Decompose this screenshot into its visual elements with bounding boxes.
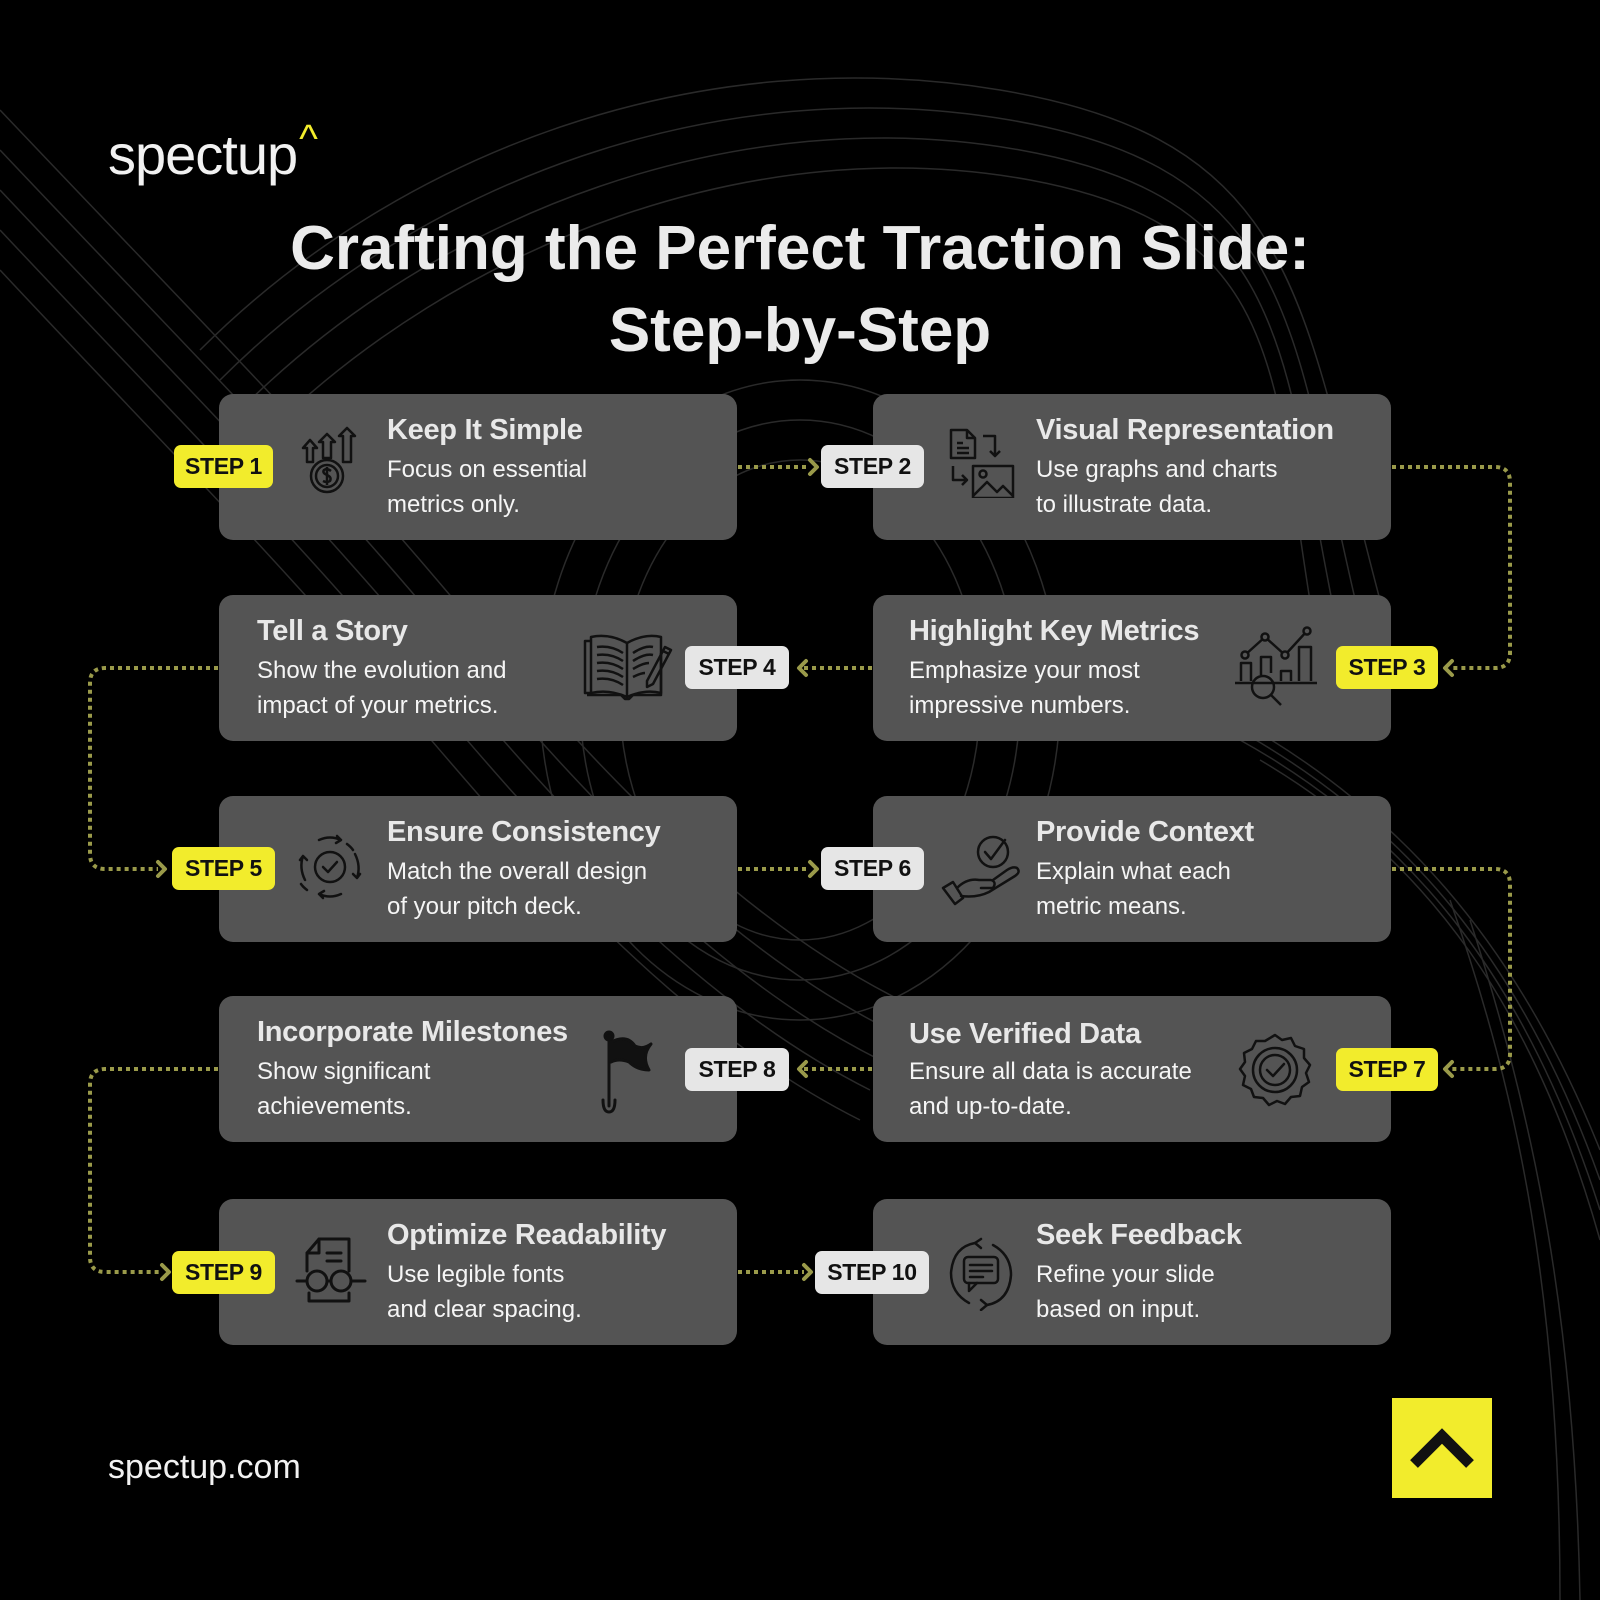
scroll-to-top-button[interactable] bbox=[1392, 1398, 1492, 1498]
title-line-1: Crafting the Perfect Traction Slide: bbox=[290, 214, 1310, 283]
website-link[interactable]: spectup.com bbox=[108, 1448, 301, 1486]
document-to-image-icon bbox=[947, 428, 1017, 500]
page-title: Crafting the Perfect Traction Slide: Ste… bbox=[0, 208, 1600, 372]
step-title: Highlight Key Metrics bbox=[909, 615, 1200, 647]
step-description: Focus on essential metrics only. bbox=[387, 452, 587, 522]
step-description: Ensure all data is accurate and up-to-da… bbox=[909, 1054, 1192, 1124]
desc-line-1: Use graphs and charts bbox=[1036, 456, 1278, 483]
desc-line-1: Focus on essential bbox=[387, 456, 588, 483]
step-card-9: Optimize Readability Use legible fonts a… bbox=[219, 1199, 737, 1345]
desc-line-2: and clear spacing. bbox=[387, 1296, 582, 1323]
step-title: Use Verified Data bbox=[909, 1018, 1141, 1050]
desc-line-2: metrics only. bbox=[387, 491, 520, 518]
step-title: Incorporate Milestones bbox=[257, 1016, 568, 1048]
step-card-2: Visual Representation Use graphs and cha… bbox=[873, 394, 1391, 540]
step-badge-8: STEP 8 bbox=[685, 1048, 789, 1091]
brand-logo: spectup^ bbox=[108, 117, 318, 187]
flag-icon bbox=[601, 1030, 657, 1114]
desc-line-1: Explain what each bbox=[1036, 858, 1231, 885]
document-glasses-icon bbox=[295, 1235, 367, 1307]
chart-magnifier-icon bbox=[1233, 625, 1319, 707]
step-card-1: Keep It Simple Focus on essential metric… bbox=[219, 394, 737, 540]
verified-badge-icon bbox=[1237, 1032, 1313, 1108]
desc-line-2: of your pitch deck. bbox=[387, 893, 582, 920]
chevron-up-icon bbox=[1410, 1428, 1474, 1468]
brand-caret: ^ bbox=[299, 117, 318, 161]
step-description: Use graphs and charts to illustrate data… bbox=[1036, 452, 1277, 522]
money-growth-icon bbox=[295, 426, 365, 496]
hand-check-icon bbox=[941, 832, 1023, 906]
step-badge-1: STEP 1 bbox=[174, 445, 273, 488]
open-book-pencil-icon bbox=[583, 633, 673, 701]
step-description: Show significant achievements. bbox=[257, 1054, 430, 1124]
step-card-7: Use Verified Data Ensure all data is acc… bbox=[873, 996, 1391, 1142]
step-title: Seek Feedback bbox=[1036, 1219, 1242, 1251]
desc-line-1: Ensure all data is accurate bbox=[909, 1058, 1192, 1085]
feedback-chat-icon bbox=[947, 1237, 1015, 1312]
step-title: Keep It Simple bbox=[387, 414, 583, 446]
step-badge-6: STEP 6 bbox=[821, 847, 924, 890]
step-badge-4: STEP 4 bbox=[685, 646, 789, 689]
desc-line-1: Show significant bbox=[257, 1058, 431, 1085]
step-description: Use legible fonts and clear spacing. bbox=[387, 1257, 582, 1327]
step-description: Emphasize your most impressive numbers. bbox=[909, 653, 1140, 723]
desc-line-1: Refine your slide bbox=[1036, 1261, 1215, 1288]
brand-name: spectup bbox=[108, 123, 298, 186]
desc-line-1: Use legible fonts bbox=[387, 1261, 565, 1288]
step-title: Optimize Readability bbox=[387, 1219, 667, 1251]
desc-line-2: based on input. bbox=[1036, 1296, 1201, 1323]
desc-line-2: impressive numbers. bbox=[909, 692, 1131, 719]
step-card-3: Highlight Key Metrics Emphasize your mos… bbox=[873, 595, 1391, 741]
step-badge-9: STEP 9 bbox=[172, 1251, 275, 1294]
step-description: Match the overall design of your pitch d… bbox=[387, 854, 647, 924]
step-badge-7: STEP 7 bbox=[1336, 1048, 1438, 1091]
step-card-5: Ensure Consistency Match the overall des… bbox=[219, 796, 737, 942]
desc-line-2: metric means. bbox=[1036, 893, 1187, 920]
step-card-6: Provide Context Explain what each metric… bbox=[873, 796, 1391, 942]
desc-line-2: to illustrate data. bbox=[1036, 491, 1213, 518]
step-title: Ensure Consistency bbox=[387, 816, 661, 848]
step-card-8: Incorporate Milestones Show significant … bbox=[219, 996, 737, 1142]
step-description: Explain what each metric means. bbox=[1036, 854, 1231, 924]
cycle-check-icon bbox=[295, 832, 365, 902]
desc-line-1: Emphasize your most bbox=[909, 657, 1140, 684]
desc-line-2: achievements. bbox=[257, 1093, 412, 1120]
title-line-2: Step-by-Step bbox=[608, 296, 992, 365]
step-badge-5: STEP 5 bbox=[172, 847, 275, 890]
step-title: Tell a Story bbox=[257, 615, 408, 647]
step-title: Visual Representation bbox=[1036, 414, 1334, 446]
step-badge-3: STEP 3 bbox=[1336, 646, 1438, 689]
desc-line-1: Show the evolution and bbox=[257, 657, 507, 684]
step-badge-2: STEP 2 bbox=[821, 445, 924, 488]
desc-line-1: Match the overall design bbox=[387, 858, 648, 885]
step-title: Provide Context bbox=[1036, 816, 1254, 848]
step-card-4: Tell a Story Show the evolution and impa… bbox=[219, 595, 737, 741]
step-description: Show the evolution and impact of your me… bbox=[257, 653, 507, 723]
desc-line-2: and up-to-date. bbox=[909, 1093, 1072, 1120]
step-badge-10: STEP 10 bbox=[815, 1251, 929, 1294]
step-description: Refine your slide based on input. bbox=[1036, 1257, 1215, 1327]
step-card-10: Seek Feedback Refine your slide based on… bbox=[873, 1199, 1391, 1345]
desc-line-2: impact of your metrics. bbox=[257, 692, 499, 719]
